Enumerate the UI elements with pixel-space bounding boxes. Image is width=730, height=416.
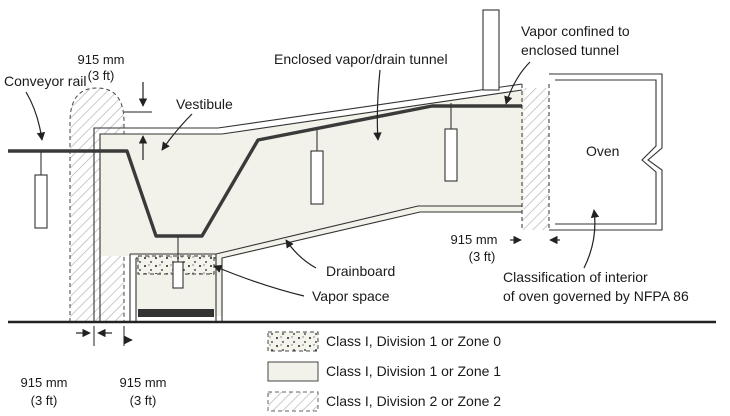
dimension-top-left-ft: (3 ft) [88,68,115,83]
legend: Class I, Division 1 or Zone 0 Class I, D… [267,331,501,412]
dimension-right-ft: (3 ft) [469,249,496,264]
leader-lines [25,61,600,297]
legend-swatch-shaded [267,361,319,382]
legend-label: Class I, Division 1 or Zone 1 [326,363,501,379]
dimension-bottom-right-ft: (3 ft) [130,393,157,408]
dimension-marks [76,82,560,346]
legend-item: Class I, Division 1 or Zone 0 [267,331,501,352]
legend-swatch-hatched [267,391,319,412]
classification-label-line2: of oven governed by NFPA 86 [503,288,689,304]
legend-item: Class I, Division 2 or Zone 2 [267,391,501,412]
legend-item: Class I, Division 1 or Zone 1 [267,361,501,382]
oven-label: Oven [586,143,619,159]
drainboard-label: Drainboard [326,263,395,279]
dimension-bottom-right-mm: 915 mm [120,375,167,390]
vapor-space-label: Vapor space [312,288,390,304]
conveyor-rail-label: Conveyor rail [4,73,86,89]
legend-swatch-dots [267,331,319,352]
vapor-confined-label-line1: Vapor confined to [521,23,630,39]
vapor-confined-label-line2: enclosed tunnel [521,42,619,58]
exhaust-stack [482,9,500,91]
hanging-parts [34,103,458,289]
legend-label: Class I, Division 1 or Zone 0 [326,333,501,349]
dimension-right-mm: 915 mm [451,232,498,247]
dimension-bottom-left-ft: (3 ft) [31,393,58,408]
dimension-bottom-left-mm: 915 mm [21,375,68,390]
oven [549,73,663,231]
oven-entrance-hatch-zone [522,88,549,230]
vestibule-label: Vestibule [176,96,233,112]
conveyor-rail [8,104,522,238]
dimension-top-left-mm: 915 mm [78,52,125,67]
enclosed-tunnel-label: Enclosed vapor/drain tunnel [274,51,448,67]
legend-label: Class I, Division 2 or Zone 2 [326,393,501,409]
tank-liquid [138,309,214,317]
classification-label-line1: Classification of interior [503,269,648,285]
